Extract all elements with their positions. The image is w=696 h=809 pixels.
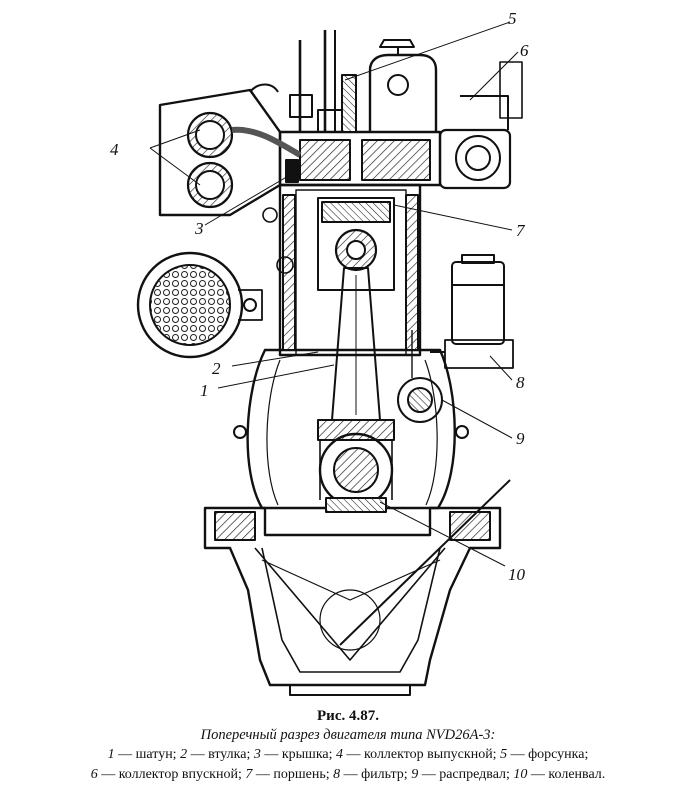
connecting-rod <box>317 267 395 441</box>
legend-item-6: 6 — коллектор впускной; <box>90 767 242 782</box>
intake-manifold <box>438 61 523 190</box>
legend-item-5: 5 — форсунка; <box>500 747 589 762</box>
callout-5: 5 <box>508 9 517 28</box>
legend-line-1: 1 — шатун; 2 — втулка; 3 — крышка; 4 — к… <box>0 747 696 763</box>
legend-line-2: 6 — коллектор впускной; 7 — поршень; 8 —… <box>0 767 696 783</box>
crankcase-base <box>203 506 502 696</box>
callout-3: 3 <box>194 219 204 238</box>
callout-6: 6 <box>520 41 529 60</box>
callout-7: 7 <box>516 221 526 240</box>
dipstick <box>339 479 511 646</box>
callout-9: 9 <box>516 429 525 448</box>
fuel-filter <box>430 254 514 369</box>
injector-and-pipes <box>289 30 357 133</box>
callout-1: 1 <box>200 381 209 400</box>
callout-2: 2 <box>212 359 221 378</box>
cylinder-head <box>278 130 442 187</box>
legend-item-3: 3 — крышка; <box>253 747 333 762</box>
crankshaft <box>318 432 394 513</box>
engine-cross-section-drawing: 1 2 3 4 5 6 7 8 9 10 <box>110 9 529 696</box>
leader-lines <box>149 21 519 567</box>
callout-labels: 1 2 3 4 5 6 7 8 9 10 <box>110 9 529 584</box>
legend-item-7: 7 — поршень; <box>245 767 330 782</box>
legend-item-9: 9 — распредвал; <box>411 767 510 782</box>
legend-item-1: 1 — шатун; <box>107 747 177 762</box>
legend-item-8: 8 — фильтр; <box>333 767 408 782</box>
figure-subtitle: Поперечный разрез двигателя типа NVD26A-… <box>200 727 496 743</box>
rocker-cover <box>368 39 438 132</box>
legend-item-4: 4 — коллектор выпускной; <box>336 747 497 762</box>
exhaust-manifold <box>158 83 302 217</box>
callout-8: 8 <box>516 373 525 392</box>
legend-item-2: 2 — втулка; <box>180 747 251 762</box>
callout-4: 4 <box>110 140 119 159</box>
callout-10: 10 <box>508 565 526 584</box>
figure-title: Рис. 4.87. <box>317 708 379 724</box>
piston <box>317 197 395 291</box>
crankcase-body <box>233 348 469 510</box>
legend-item-10: 10 — коленвал. <box>513 767 606 782</box>
oil-cooler <box>136 251 263 359</box>
